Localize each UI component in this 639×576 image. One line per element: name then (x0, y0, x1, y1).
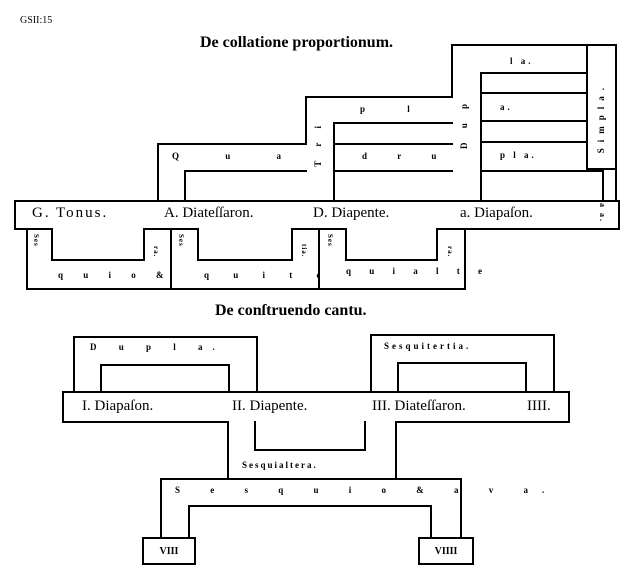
dupla-divider-4 (480, 170, 604, 172)
dup-vertical-label: D u p (459, 98, 469, 150)
note-d-diapente: D. Diapente. (313, 205, 390, 221)
sesquioctava-arc-1-inner (51, 228, 145, 261)
dupla-top-label: l a. (510, 56, 534, 66)
sesquioctava-label: S e s q u i o & a v a. (175, 485, 559, 495)
dupla-arc-inner (100, 364, 230, 394)
note-i-diapason: I. Diapaſon. (82, 398, 154, 414)
tripla-inner-arc (333, 122, 453, 202)
dupla-label: D u p l a. (90, 342, 225, 352)
lower-arc-3-right: ra. (446, 246, 454, 258)
lower-arc-2-right: tia. (300, 244, 308, 258)
sesquialtera-label: Sesquialtera. (242, 460, 318, 470)
tri-vertical-label: T r i (313, 120, 323, 167)
note-a-diatessaron: A. Diateſſaron. (164, 205, 254, 221)
note-aa: a a. (598, 203, 607, 223)
sesquialtera-arc-inner (254, 421, 366, 451)
simpla-connector (602, 170, 604, 202)
diagram1-title: De collatione proportionum. (200, 34, 394, 51)
endpoint-viiii-label: VIIII (434, 545, 458, 557)
endpoint-viiii: VIIII (418, 537, 474, 565)
lower-arc-3-left: Ses (326, 234, 334, 247)
simpla-box (586, 44, 617, 170)
tripla-top-label: p l (360, 104, 430, 114)
endpoint-viii-label: VIII (159, 545, 179, 557)
dupla-mid-label: a. (500, 102, 513, 112)
endpoint-viii: VIII (142, 537, 196, 565)
quadrupla-label: Q u a (172, 151, 304, 161)
dupla-divider-2 (480, 120, 588, 122)
dupla-divider-3 (480, 141, 588, 143)
diagram2-title: De conſtruendo cantu. (215, 302, 367, 319)
quadrupla-inner-arc (184, 170, 307, 202)
lower-arc-1-label: q u i o & a . (58, 270, 220, 280)
lower-arc-2-label: q u i t e r (204, 270, 360, 280)
note-a-diapason: a. Diapaſon. (460, 205, 533, 221)
sesquioctava-arc-inner (188, 505, 432, 540)
sesquitertia-label: Sesquitertia. (384, 341, 472, 351)
note-g-tonus: G. Tonus. (32, 205, 109, 221)
note-iiii: IIII. (527, 398, 551, 414)
sesquitertia-arc-1-inner (197, 228, 293, 261)
tripla-divider-1 (333, 143, 453, 145)
dupla-divider-1 (480, 92, 588, 94)
sesquialtera-arc-1-inner (345, 228, 438, 261)
tripla-mid-label: d r u (362, 151, 451, 161)
tripla-divider-2 (333, 170, 453, 172)
lower-arc-1-right: ra. (152, 246, 160, 258)
lower-arc-3-label: q u i a l t e (346, 266, 491, 276)
simpla-label: Simpla. (596, 82, 606, 154)
lower-arc-2-left: Ses (177, 234, 185, 247)
dupla-bottom-label: p l a. (500, 150, 537, 160)
note-iii-diatessaron: III. Diateſſaron. (372, 398, 466, 414)
lower-arc-1-left: Ses (32, 234, 40, 247)
page-reference: GSII:15 (20, 15, 53, 26)
note-ii-diapente: II. Diapente. (232, 398, 308, 414)
sesquitertia-arc-inner (397, 362, 527, 394)
